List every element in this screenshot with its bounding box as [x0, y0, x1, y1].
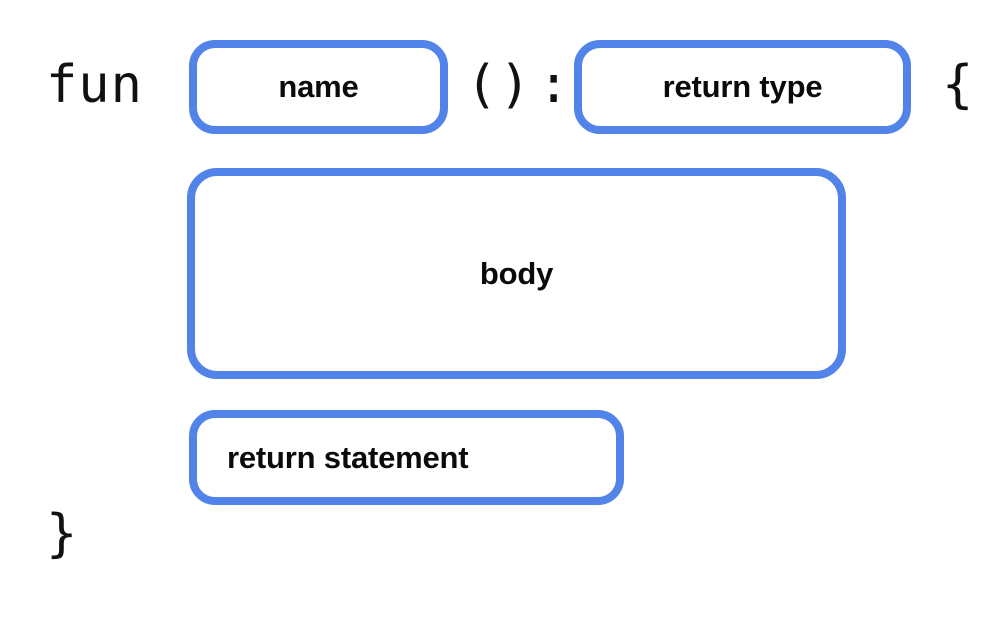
keyword-fun-token: fun — [46, 55, 143, 115]
slot-return-statement[interactable]: return statement — [189, 410, 624, 505]
slot-return-type-label: return type — [662, 69, 823, 104]
colon-token: : — [538, 55, 570, 115]
slot-name[interactable]: name — [189, 40, 448, 134]
slot-name-label: name — [278, 69, 359, 104]
slot-body[interactable]: body — [187, 168, 846, 379]
brace-close-token: } — [46, 504, 78, 564]
slot-return-statement-label: return statement — [227, 439, 469, 475]
parameter-list-parens-token: () — [466, 55, 533, 115]
slot-body-label: body — [479, 255, 554, 291]
brace-open-token: { — [942, 55, 974, 115]
slot-return-type[interactable]: return type — [574, 40, 911, 134]
